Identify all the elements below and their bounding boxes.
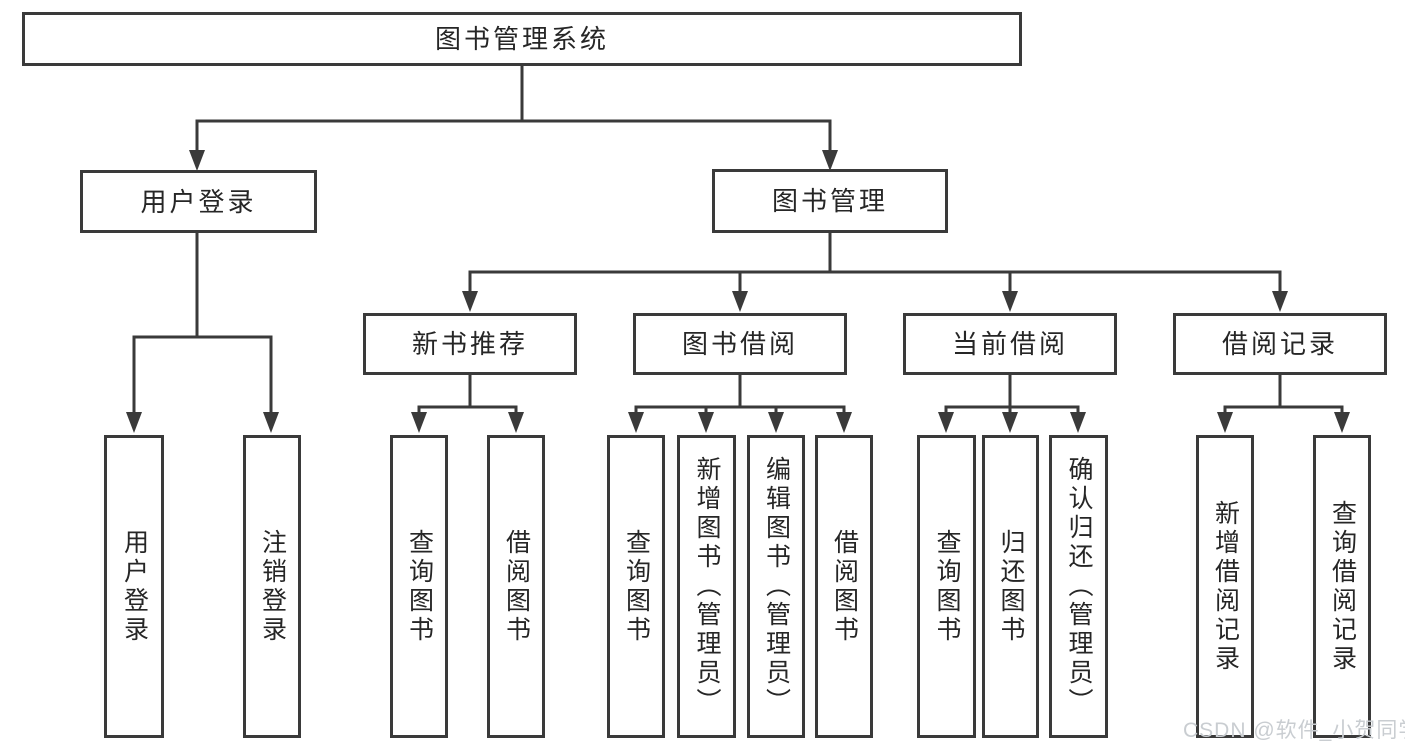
leaf-edit-books-admin: 编辑图书（管理员）	[747, 435, 805, 738]
leaf-borrow-books-recommend: 借阅图书	[487, 435, 545, 738]
leaf-label: 归还图书	[997, 528, 1025, 645]
leaf-query-books-current: 查询图书	[917, 435, 976, 738]
leaf-return-books: 归还图书	[982, 435, 1039, 738]
leaf-query-books-borrowing: 查询图书	[607, 435, 665, 738]
leaf-label: 借阅图书	[830, 528, 859, 645]
leaf-label: 确认归还（管理员）	[1065, 456, 1093, 717]
leaf-label: 查询图书	[622, 528, 651, 645]
connector-path	[132, 64, 1344, 416]
leaf-add-books-admin: 新增图书（管理员）	[677, 435, 736, 738]
leaf-label: 新增图书（管理员）	[693, 456, 721, 717]
leaf-label: 查询借阅记录	[1328, 499, 1357, 674]
leaf-label: 查询图书	[933, 528, 961, 645]
leaf-label: 编辑图书（管理员）	[762, 456, 791, 717]
arrowhead-icons	[126, 150, 1350, 433]
csdn-watermark: CSDN @软件_小贺同学	[1183, 719, 1405, 742]
leaf-label: 用户登录	[120, 528, 149, 645]
leaf-user-login: 用户登录	[104, 435, 164, 738]
leaf-borrow-books: 借阅图书	[815, 435, 873, 738]
node-book-borrowing: 图书借阅	[633, 313, 847, 375]
node-new-book-recommend: 新书推荐	[363, 313, 577, 375]
node-user-login: 用户登录	[80, 170, 317, 233]
leaf-query-books-recommend: 查询图书	[390, 435, 448, 738]
node-system-root: 图书管理系统	[22, 12, 1022, 66]
node-current-borrowing: 当前借阅	[903, 313, 1117, 375]
leaf-label: 新增借阅记录	[1211, 499, 1240, 674]
leaf-query-borrow-record: 查询借阅记录	[1313, 435, 1371, 738]
leaf-logout: 注销登录	[243, 435, 301, 738]
leaf-label: 注销登录	[258, 528, 287, 645]
leaf-label: 查询图书	[405, 528, 434, 645]
node-book-management: 图书管理	[712, 169, 948, 233]
leaf-add-borrow-record: 新增借阅记录	[1196, 435, 1254, 738]
node-borrow-records: 借阅记录	[1173, 313, 1387, 375]
leaf-confirm-return-admin: 确认归还（管理员）	[1049, 435, 1108, 738]
leaf-label: 借阅图书	[502, 528, 531, 645]
